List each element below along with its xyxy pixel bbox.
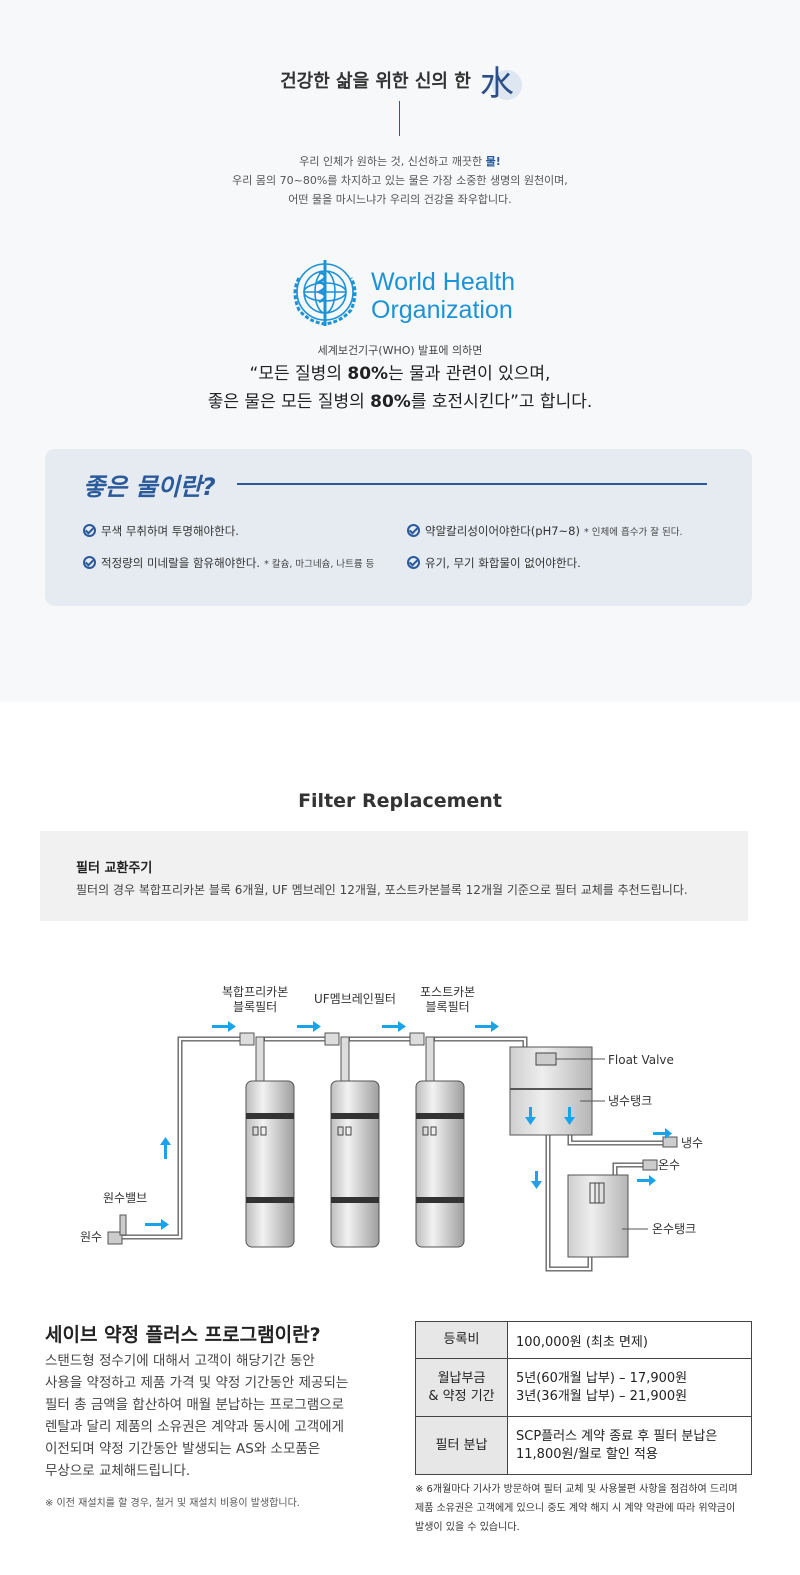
label-cold-tank: 냉수탱크 <box>608 1094 653 1108</box>
hot-water-tank <box>567 1174 629 1258</box>
check-circle-icon <box>407 524 420 537</box>
who-quote: “모든 질병의 80%는 물과 관련이 있으며, 좋은 물은 모든 질병의 80… <box>0 360 800 416</box>
cold-out-pipe <box>567 1132 668 1146</box>
arrow-right-icon <box>637 1175 656 1186</box>
filter-cycle-box: 필터 교환주기 필터의 경우 복합프리카본 블록 6개월, UF 멤브레인 12… <box>40 831 748 921</box>
raw-water-pipe <box>112 1036 253 1240</box>
filter-section-title: Filter Replacement <box>298 790 502 812</box>
label-leader-lines <box>556 1058 648 1230</box>
good-water-box: 좋은 물이란? 무색 무취하며 투명해야한다. 약알칼리성이어야한다(pH7~8… <box>45 449 752 606</box>
hero-title-text: 건강한 삶을 위한 신의 한 <box>280 71 471 92</box>
good-water-item: 약알칼리성이어야한다(pH7~8)* 인체에 흡수가 잘 된다. <box>407 523 683 539</box>
check-circle-icon <box>407 556 420 569</box>
who-logo: World Health Organization <box>293 260 515 326</box>
filter-cartridge-1 <box>239 1032 295 1248</box>
arrow-down-icon <box>531 1171 542 1189</box>
program-note: ※ 이전 재설치를 할 경우, 철거 및 재설치 비용이 발생합니다. <box>45 1498 300 1509</box>
hero-intro: 우리 인체가 원하는 것, 신선하고 깨끗한 물! 우리 몸의 70~80%를 … <box>0 152 800 209</box>
float-valve-part <box>535 1052 557 1066</box>
label-filter-2: UF멤브레인필터 <box>314 992 396 1006</box>
filter-flow-svg <box>107 1021 678 1272</box>
arrow-down-icon <box>525 1107 536 1125</box>
faucet-nozzles <box>642 1136 678 1171</box>
table-row: 등록비 100,000원 (최초 면제) <box>415 1321 752 1359</box>
good-water-item: 유기, 무기 화합물이 없어야한다. <box>407 555 585 571</box>
flow-arrows <box>145 1021 672 1230</box>
top-section: 건강한 삶을 위한 신의 한 水 우리 인체가 원하는 것, 신선하고 깨끗한 … <box>0 0 800 702</box>
program-description: 스탠드형 정수기에 대해서 고객이 해당기간 동안 사용을 약정하고 제품 가격… <box>45 1353 349 1479</box>
who-caption: 세계보건기구(WHO) 발표에 의하면 <box>317 344 483 357</box>
arrow-down-icon <box>564 1107 575 1125</box>
filter-cycle-title: 필터 교환주기 <box>76 861 153 876</box>
arrow-right-icon <box>475 1021 499 1032</box>
program-title: 세이브 약정 플러스 프로그램이란? <box>45 1324 321 1346</box>
good-water-item: 무색 무취하며 투명해야한다. <box>83 523 243 539</box>
arrow-right-icon <box>297 1021 321 1032</box>
intro-highlight: 물! <box>485 155 501 168</box>
water-character-circle <box>491 70 522 100</box>
intro-line-3: 어떤 물을 마시느냐가 우리의 건강을 좌우합니다. <box>288 193 512 206</box>
who-quote-line-1: “모든 질병의 80%는 물과 관련이 있으며, <box>249 364 551 384</box>
arrow-right-icon <box>145 1219 169 1230</box>
hot-out-pipe <box>612 1162 648 1178</box>
label-raw-water: 원수 <box>80 1230 103 1244</box>
label-raw-valve: 원수밸브 <box>103 1191 148 1205</box>
who-emblem-icon <box>293 260 357 326</box>
intro-line-1: 우리 인체가 원하는 것, 신선하고 깨끗한 물! <box>299 155 501 168</box>
raw-water-valve <box>107 1214 127 1245</box>
label-cold-water: 냉수 <box>681 1136 704 1150</box>
who-quote-line-2: 좋은 물은 모든 질병의 80%를 호전시킨다”고 합니다. <box>207 392 593 412</box>
who-logo-line-1: World Health <box>371 268 515 296</box>
label-hot-tank: 온수탱크 <box>652 1222 697 1236</box>
pipe-filter-3-tank <box>432 1036 528 1050</box>
hero-title: 건강한 삶을 위한 신의 한 水 <box>0 60 800 104</box>
cold-water-tank <box>509 1046 593 1136</box>
arrow-right-icon <box>212 1021 236 1032</box>
good-water-item: 적정량의 미네랄을 함유해야한다.* 칼슘, 마그네슘, 나트륨 등 <box>83 555 374 571</box>
check-circle-icon <box>83 524 96 537</box>
label-float-valve: Float Valve <box>608 1053 674 1067</box>
intro-line-2: 우리 몸의 70~80%를 차지하고 있는 물은 가장 소중한 생명의 원천이며… <box>232 174 568 187</box>
water-character-glyph: 水 <box>479 64 514 104</box>
filter-cartridge-3 <box>409 1032 465 1248</box>
filter-cycle-description: 필터의 경우 복합프리카본 블록 6개월, UF 멤브레인 12개월, 포스트카… <box>76 883 688 897</box>
table-value-cell: 100,000원 (최초 면제) <box>507 1321 752 1359</box>
pipes-highlight <box>115 1037 665 1271</box>
arrow-right-icon <box>653 1128 672 1139</box>
water-character: 水 <box>480 60 522 104</box>
price-table-note: ※ 6개월마다 기사가 방문하여 필터 교체 및 사용불편 사항을 점검하여 드… <box>415 1484 738 1533</box>
check-circle-icon <box>83 556 96 569</box>
who-logo-line-2: Organization <box>371 296 513 324</box>
table-head-cell: 필터 분납 <box>415 1416 508 1475</box>
good-water-title: 좋은 물이란? <box>83 473 216 501</box>
table-head-cell: 등록비 <box>415 1321 508 1359</box>
price-table: 등록비 100,000원 (최초 면제) 월납부금& 약정 기간 5년(60개월… <box>415 1321 752 1475</box>
label-hot-water: 온수 <box>658 1158 681 1172</box>
arrow-up-icon <box>160 1137 171 1159</box>
filter-cartridge-2 <box>324 1032 380 1248</box>
good-water-rule <box>237 483 707 485</box>
hero-divider-line <box>399 101 400 136</box>
table-head-cell: 월납부금& 약정 기간 <box>415 1358 508 1417</box>
arrow-right-icon <box>382 1021 406 1032</box>
